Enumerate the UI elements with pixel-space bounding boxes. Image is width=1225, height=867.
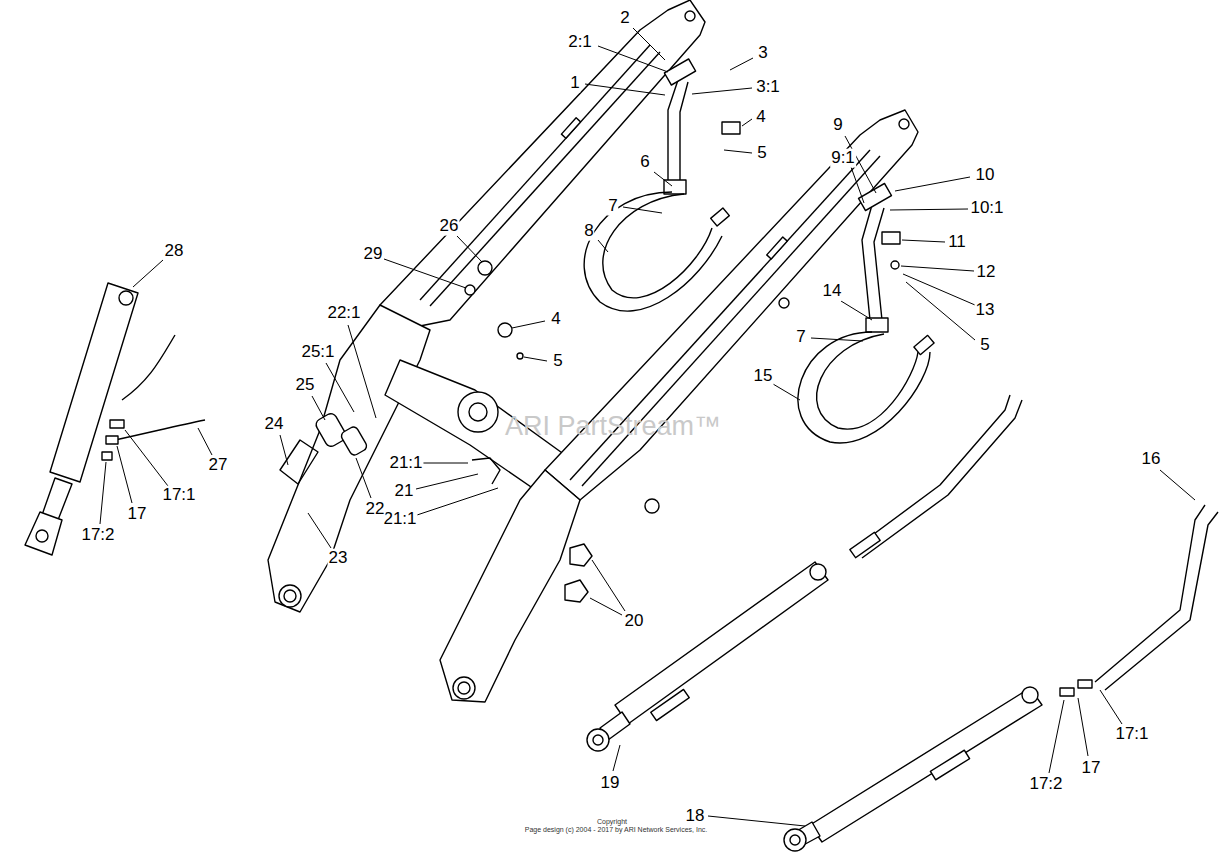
callout-number: 4: [755, 108, 766, 127]
callout-number: 2:1: [567, 33, 593, 52]
callout-number: 23: [328, 549, 349, 568]
callout-number: 12: [976, 263, 997, 282]
callout-number: 17:2: [80, 526, 115, 545]
callout-number: 15: [753, 367, 774, 386]
callout-number: 2: [619, 9, 630, 28]
callout-number: 25:1: [300, 343, 335, 362]
callout-number: 20: [624, 612, 645, 631]
callout-number: 8: [583, 222, 594, 241]
callout-number: 5: [979, 336, 990, 355]
callout-number: 29: [363, 245, 384, 264]
callout-number: 18: [685, 807, 706, 826]
callout-number: 21:1: [388, 454, 423, 473]
callout-number: 9:1: [830, 149, 856, 168]
callout-number: 27: [208, 456, 229, 475]
callout-number: 13: [975, 301, 996, 320]
callout-number: 3: [757, 44, 768, 63]
callout-number: 26: [439, 217, 460, 236]
callout-number: 17:1: [1114, 725, 1149, 744]
callout-number: 17: [127, 505, 148, 524]
callout-number: 28: [164, 242, 185, 261]
callout-number: 14: [822, 282, 843, 301]
callout-number: 11: [947, 233, 967, 252]
callout-number: 24: [264, 415, 285, 434]
watermark: ARI PartStream™: [504, 412, 722, 442]
callout-number: 17: [1081, 759, 1102, 778]
callout-number: 7: [607, 197, 618, 216]
callout-number: 5: [552, 352, 563, 371]
callout-number: 3:1: [755, 78, 781, 97]
callout-number: 10:1: [969, 199, 1004, 218]
callout-number: 10: [975, 166, 996, 185]
callout-number: 4: [550, 310, 561, 329]
callout-number: 7: [795, 328, 806, 347]
copyright-note: Copyright: [596, 818, 628, 826]
callout-number: 21: [394, 482, 415, 501]
callout-number: 21:1: [382, 510, 417, 529]
copyright-note: Page design (c) 2004 - 2017 by ARI Netwo…: [524, 826, 708, 834]
callout-number: 19: [600, 774, 621, 793]
callout-number: 1: [569, 74, 580, 93]
callout-number: 16: [1141, 450, 1162, 469]
callout-number: 17:1: [161, 486, 196, 505]
callout-number: 17:2: [1028, 775, 1063, 794]
callout-number: 22: [365, 500, 386, 519]
callout-number: 25: [295, 376, 316, 395]
callout-number: 5: [756, 144, 767, 163]
callout-number: 22:1: [326, 304, 361, 323]
callout-number: 9: [832, 116, 843, 135]
callout-number: 6: [639, 153, 650, 172]
